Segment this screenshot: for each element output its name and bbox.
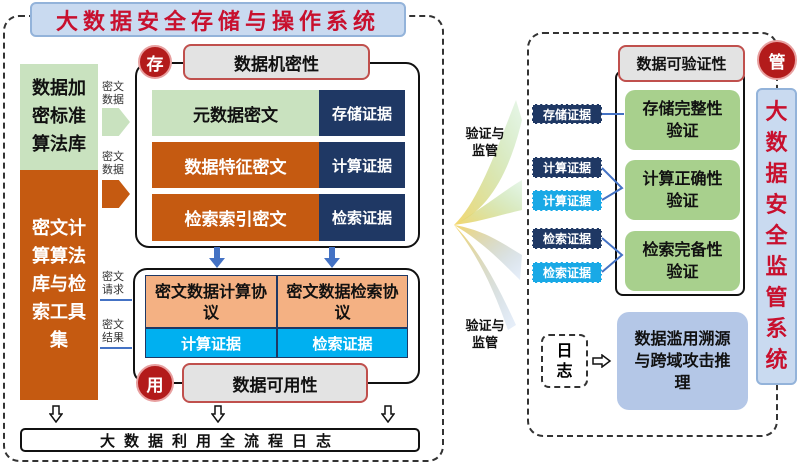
hollow-arrow-right-icon xyxy=(592,354,612,368)
storage-integrity-check: 存储完整性验证 xyxy=(625,90,740,150)
protocol-cell: 密文数据计算协议 xyxy=(145,275,277,328)
flow-label: 密文数据 xyxy=(102,80,124,106)
evidence-connector-arrows xyxy=(601,113,624,273)
ciphertext-row: 检索索引密文 xyxy=(152,194,319,241)
hollow-arrow-down-icon xyxy=(381,405,395,423)
evidence-tag: 计算证据 xyxy=(532,190,602,211)
confidentiality-label: 数据机密性 xyxy=(183,44,370,80)
arrow-left-icon xyxy=(100,347,132,349)
evidence-tag: 检索证据 xyxy=(532,262,602,283)
system-title: 大数据安全存储与操作系统 xyxy=(30,2,406,37)
evidence-tag: 存储证据 xyxy=(532,104,602,124)
verify-supervise-label: 验证与监管 xyxy=(465,127,505,159)
protocol-evidence: 计算证据 xyxy=(145,328,277,358)
usage-badge: 用 xyxy=(136,364,174,402)
hollow-arrow-down-icon xyxy=(211,405,225,423)
protocol-cell: 密文数据检索协议 xyxy=(277,275,408,328)
availability-label: 数据可用性 xyxy=(182,363,368,403)
evidence-cell: 检索证据 xyxy=(319,194,405,241)
flow-label: 密文结果 xyxy=(102,318,124,344)
protocol-evidence: 检索证据 xyxy=(277,328,408,358)
evidence-tag: 检索证据 xyxy=(532,228,602,249)
compute-correctness-check: 计算正确性验证 xyxy=(625,160,740,220)
log-box: 日志 xyxy=(541,334,588,388)
encryption-standard-library: 数据加密标准算法库 xyxy=(20,64,98,170)
evidence-cell: 计算证据 xyxy=(319,142,405,188)
flow-label: 密文数据 xyxy=(102,150,124,176)
verifiability-label: 数据可验证性 xyxy=(618,45,745,82)
storage-badge: 存 xyxy=(138,45,172,79)
ciphertext-row: 数据特征密文 xyxy=(152,142,319,188)
hollow-arrow-down-icon xyxy=(49,405,63,423)
verification-fan-graphic xyxy=(454,100,522,330)
search-completeness-check: 检索完备性验证 xyxy=(625,231,740,291)
ciphertext-row: 元数据密文 xyxy=(152,90,319,136)
arrow-right-icon xyxy=(100,299,132,301)
cipher-compute-library: 密文计算算法库与检索工具集 xyxy=(20,170,98,400)
arrow-down-icon xyxy=(209,247,225,268)
verify-supervise-label: 验证与监管 xyxy=(465,319,505,351)
abuse-trace-box: 数据滥用溯源与跨域攻击推理 xyxy=(617,312,748,410)
evidence-cell: 存储证据 xyxy=(319,90,405,136)
full-process-log-bar: 大数据利用全流程日志 xyxy=(20,428,420,452)
arrow-down-icon xyxy=(324,247,340,268)
evidence-tag: 计算证据 xyxy=(532,157,602,178)
flow-label: 密文请求 xyxy=(102,270,124,296)
supervision-system-title: 大数据安全监管系统 xyxy=(756,88,797,385)
supervision-badge: 管 xyxy=(757,40,797,80)
